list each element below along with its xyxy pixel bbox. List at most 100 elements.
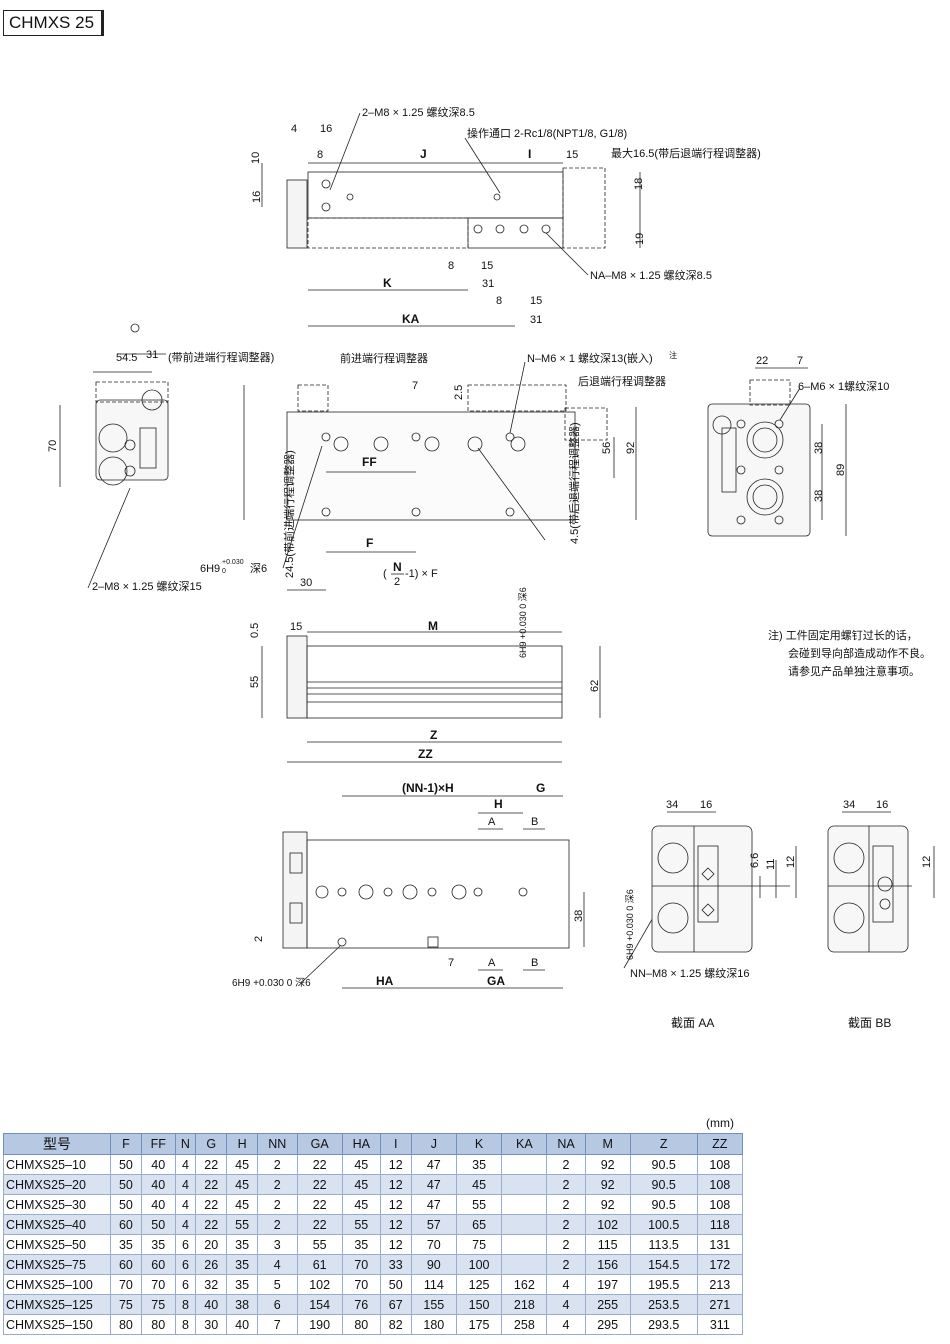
dim-label: 70 <box>47 440 59 452</box>
value-cell <box>501 1154 548 1175</box>
top-end-plate <box>286 179 308 249</box>
value-cell: 65 <box>455 1214 503 1235</box>
end-adjuster-ghost <box>95 381 169 403</box>
value-cell: 47 <box>410 1194 457 1215</box>
callout-right-adj: 4.5(带后退端行程调整器) <box>567 422 581 544</box>
dim-label: 31 <box>146 349 158 361</box>
value-cell: 2 <box>546 1154 586 1175</box>
top-guide <box>307 217 469 249</box>
value-cell: 90 <box>410 1254 457 1275</box>
value-cell: 80 <box>341 1314 381 1335</box>
column-header: HA <box>341 1133 381 1155</box>
callout-hole-bottom: 6H9 +0.030 0 深6 <box>232 977 311 989</box>
column-header: I <box>379 1133 412 1155</box>
front-hole <box>411 507 421 517</box>
value-cell: 60 <box>110 1254 142 1275</box>
front-hole <box>321 432 331 442</box>
callout-note-mark: 注 <box>669 350 677 360</box>
dim-label: ZZ <box>418 747 433 761</box>
dim-label: Z <box>430 728 437 742</box>
assembly-note: 注) 工件固定用螺钉过长的话， 会碰到导向部造成动作不良。 请参见产品单独注意事… <box>768 627 931 681</box>
value-cell: 4 <box>174 1174 197 1195</box>
value-cell: 6 <box>174 1234 197 1255</box>
value-cell: 35 <box>455 1154 503 1175</box>
formula-two: 2 <box>394 576 400 588</box>
bottom-view: (NN-1)×H H G A B 38 2 7 A B HA GA 6H9 +0… <box>232 781 750 989</box>
model-cell: CHMXS25–10 <box>3 1154 111 1175</box>
dim-label: 18 <box>633 178 645 190</box>
rear-adjuster <box>564 407 608 441</box>
dim-label: 8 <box>317 149 323 161</box>
formula-open: ( <box>383 568 387 580</box>
dim-label: HA <box>376 974 394 988</box>
value-cell: 70 <box>140 1274 176 1295</box>
aa-diamond <box>701 903 715 917</box>
right-hole <box>774 515 784 525</box>
right-bore-inner <box>752 427 778 453</box>
dim-label: K <box>383 276 392 290</box>
column-header: F <box>110 1133 142 1155</box>
side-end-plate <box>286 635 308 719</box>
dim-label: 16 <box>320 123 332 135</box>
bb-hole <box>879 898 891 910</box>
value-cell: 102 <box>296 1274 343 1295</box>
front-port <box>373 436 389 452</box>
leader-na <box>545 232 589 276</box>
value-cell: 190 <box>296 1314 343 1335</box>
dim-label: 31 <box>530 314 542 326</box>
right-adjuster-ghost <box>749 379 791 406</box>
dim-label: A <box>488 816 496 828</box>
value-cell: 33 <box>379 1254 412 1275</box>
value-cell <box>501 1194 548 1215</box>
bottom-hole <box>383 887 393 897</box>
bottom-hole <box>518 887 528 897</box>
column-header: ZZ <box>696 1133 744 1155</box>
value-cell: 175 <box>455 1314 503 1335</box>
value-cell: 26 <box>195 1254 228 1275</box>
value-cell: 45 <box>341 1194 381 1215</box>
value-cell: 12 <box>379 1154 412 1175</box>
column-header: NA <box>546 1133 586 1155</box>
callout-hole: 6H9 <box>200 563 220 575</box>
value-cell: 82 <box>379 1314 412 1335</box>
column-header: NN <box>257 1133 298 1155</box>
dim-label: 7 <box>797 355 803 367</box>
dim-label: (NN-1)×H <box>402 781 454 795</box>
dim-label: F <box>366 536 373 550</box>
value-cell: 92 <box>584 1194 631 1215</box>
value-cell: 4 <box>174 1154 197 1175</box>
value-cell: 271 <box>696 1294 744 1315</box>
value-cell: 213 <box>696 1274 744 1295</box>
front-port <box>467 436 483 452</box>
value-cell <box>501 1174 548 1195</box>
callout-m8: 2–M8 × 1.25 螺纹深15 <box>92 579 202 593</box>
front-port <box>424 436 440 452</box>
column-header: N <box>174 1133 197 1155</box>
dim-label: 11 <box>765 859 777 870</box>
value-cell: 4 <box>546 1294 586 1315</box>
leader-n <box>509 361 526 434</box>
value-cell: 60 <box>110 1214 142 1235</box>
value-cell: 253.5 <box>629 1294 698 1315</box>
value-cell: 4 <box>174 1214 197 1235</box>
dim-label: 8 <box>448 260 454 272</box>
dim-label: 89 <box>835 464 847 476</box>
right-hole <box>736 419 746 429</box>
value-cell: 22 <box>195 1174 228 1195</box>
dim-label: 7 <box>412 380 418 392</box>
column-header: J <box>410 1133 457 1155</box>
value-cell: 75 <box>455 1234 503 1255</box>
dim-label: GA <box>487 974 505 988</box>
dim-label: 19 <box>634 233 646 245</box>
value-cell: 90.5 <box>629 1154 698 1175</box>
value-cell: 12 <box>379 1234 412 1255</box>
dim-label: 12 <box>921 856 933 868</box>
bottom-pin-hole <box>337 937 347 947</box>
note-line: 注) 工件固定用螺钉过长的话， <box>768 630 918 642</box>
column-header: Z <box>629 1133 698 1155</box>
value-cell: 2 <box>546 1234 586 1255</box>
value-cell: 50 <box>379 1274 412 1295</box>
value-cell: 4 <box>546 1274 586 1295</box>
callout-m6: 6–M6 × 1螺纹深10 <box>798 379 889 393</box>
